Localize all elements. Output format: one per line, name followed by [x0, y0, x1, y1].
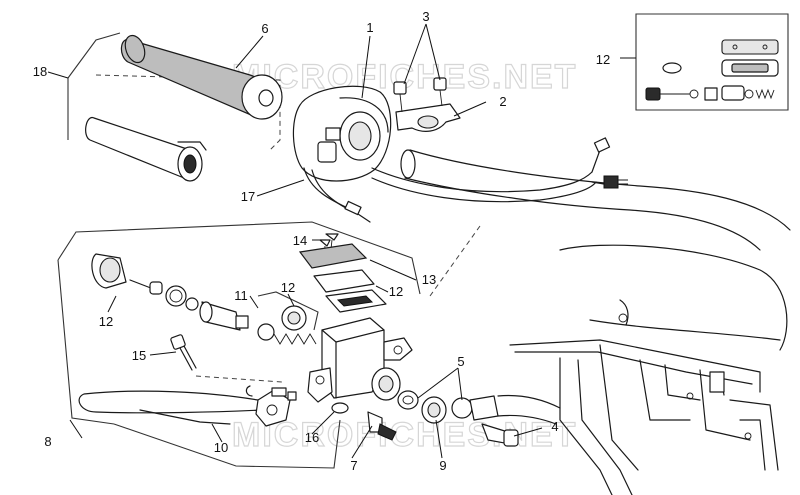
clamp-and-screws: [393, 77, 461, 132]
callout-18: 18: [33, 64, 47, 79]
callout-17: 17: [241, 189, 255, 204]
callout-14: 14: [293, 233, 307, 248]
switch-housing: [292, 85, 628, 223]
callout-13: 13: [422, 272, 436, 287]
callout-7: 7: [350, 458, 357, 473]
callout-11: 11: [234, 288, 248, 303]
master-cylinder-box: [57, 221, 481, 469]
callout-6: 6: [261, 21, 268, 36]
callout-16: 16: [305, 430, 319, 445]
brake-light-switch: [331, 402, 397, 441]
callout-12-c: 12: [99, 314, 113, 329]
frame-and-handlebar: [400, 149, 791, 495]
callout-9: 9: [439, 458, 446, 473]
pivot-bolt: [170, 334, 197, 371]
grip-assembly: [67, 32, 283, 182]
callout-labels: 1 2 3 4 5 6 7 8 9 10 11 12 12 12 12 13 1…: [33, 9, 610, 473]
callout-12-a: 12: [281, 280, 295, 295]
banjo-fittings: [397, 390, 561, 447]
callout-4: 4: [551, 419, 558, 434]
callout-15: 15: [132, 348, 146, 363]
callout-2: 2: [499, 94, 506, 109]
callout-12-b: 12: [389, 284, 403, 299]
leader-lines: [47, 23, 636, 459]
callout-3: 3: [422, 9, 429, 24]
callout-12-inset: 12: [596, 52, 610, 67]
inset-reservoir-box: [635, 13, 789, 111]
callout-10: 10: [214, 440, 228, 455]
brake-lever: [78, 385, 297, 427]
watermark-bottom: MICROFICHES.NET: [232, 416, 577, 454]
callout-1: 1: [366, 20, 373, 35]
piston-kit: [91, 253, 319, 345]
callout-5: 5: [457, 354, 464, 369]
callout-8: 8: [44, 434, 51, 449]
master-cylinder-body: [307, 317, 413, 403]
reservoir-cap-stack: [298, 243, 387, 313]
